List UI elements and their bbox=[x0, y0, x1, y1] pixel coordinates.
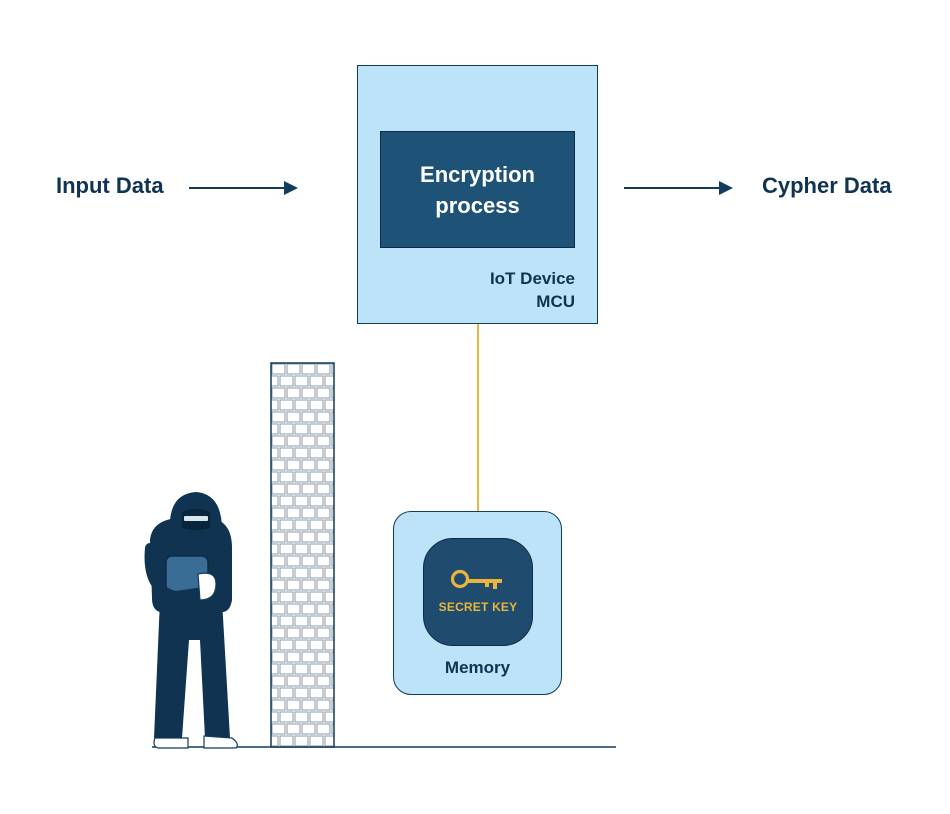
secret-key-chip bbox=[423, 538, 533, 646]
encryption-process-box: Encryption process bbox=[380, 131, 575, 248]
device-caption-line-2: MCU bbox=[536, 292, 575, 311]
hooded-attacker-icon bbox=[144, 492, 238, 749]
key-icon bbox=[450, 569, 502, 589]
process-line-2: process bbox=[435, 192, 520, 218]
process-line-1: Encryption bbox=[420, 161, 535, 187]
device-caption-line-1: IoT Device bbox=[489, 269, 575, 288]
brick-wall-icon bbox=[270, 362, 335, 748]
device-caption: IoT Device MCU bbox=[440, 267, 575, 313]
input-arrow bbox=[189, 181, 298, 195]
output-arrow bbox=[624, 181, 733, 195]
memory-label: Memory bbox=[444, 658, 511, 677]
secret-key-label: SECRET KEY bbox=[438, 600, 518, 614]
cypher-data-label: Cypher Data bbox=[762, 173, 892, 198]
input-data-label: Input Data bbox=[56, 173, 164, 198]
